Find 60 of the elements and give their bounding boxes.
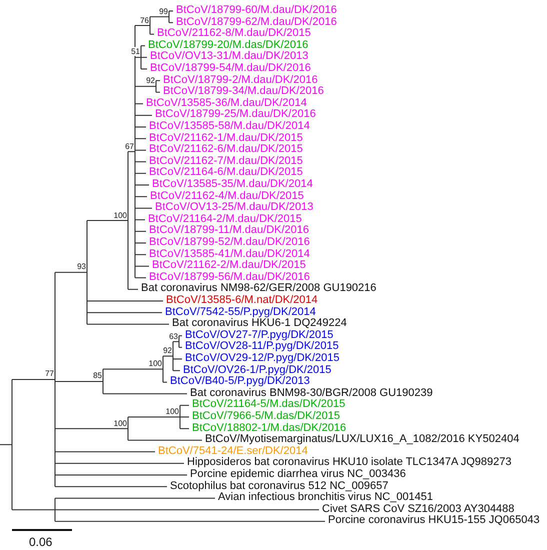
taxon-label: Bat coronavirus BNM98-30/BGR/2008 GU190239 (190, 386, 433, 399)
taxon-label: BtCoV/7541-24/E.ser/DK/2014 (158, 444, 308, 457)
bootstrap-value: 93 (77, 262, 86, 272)
bootstrap-value: 100 (114, 210, 127, 220)
taxon-label: BtCoV/13585-6/M.nat/DK/2014 (166, 294, 318, 307)
bootstrap-value: 92 (146, 76, 155, 86)
taxon-label: BtCoV/18799-54/M.dau/DK/2016 (150, 62, 311, 75)
taxon-label: BtCoV/18802-1/M.das/DK/2016 (192, 422, 346, 434)
taxon-label: BtCoV/7542-55/P.pyg/DK/2014 (165, 306, 316, 318)
taxon-label: BtCoV/OV29-12/P.pyg/DK/2015 (185, 352, 340, 365)
taxon-label: BtCoV/Myotisemarginatus/LUX/LUX16_A_1082/2016 KY502404 (205, 433, 520, 446)
taxon-label: BtCoV/21164-2/M.dau/DK/2015 (148, 212, 302, 225)
bootstrap-value: 99 (159, 6, 168, 16)
taxon-label: BtCoV/18799-20/M.das/DK/2016 (148, 38, 308, 51)
bootstrap-value: 85 (93, 371, 102, 380)
bootstrap-value: 100 (114, 418, 127, 428)
taxon-label: BtCoV/7966-5/M.das/DK/2015 (192, 410, 340, 423)
scale-value: 0.06 (29, 535, 52, 549)
taxon-label: BtCoV/OV13-25/M.dau/DK/2013 (155, 201, 314, 214)
taxon-label: BtCoV/18799-52/M.dau/DK/2016 (149, 236, 310, 249)
bootstrap-value: 77 (45, 369, 54, 378)
bootstrap-value: 100 (148, 359, 162, 368)
taxon-label: BtCoV/21162-4/M.dau/DK/2015 (150, 190, 304, 202)
bootstrap-value: 100 (166, 407, 179, 416)
taxon-label: BtCoV/18799-25/M.dau/DK/2016 (155, 108, 316, 121)
taxon-label: BtCoV/18799-11/M.dau/DK/2016 (149, 224, 310, 237)
taxon-label: BtCoV/21162-2/M.dau/DK/2015 (152, 259, 306, 272)
taxon-label: Bat coronavirus NM98-62/GER/2008 GU190216 (141, 282, 376, 295)
taxon-label: Civet SARS CoV SZ16/2003 AY304488 (322, 502, 514, 515)
taxon-label: BtCoV/18799-2/M.dau/DK/2016 (163, 74, 318, 86)
taxon-label: BtCoV/21164-6/M.dau/DK/2015 (149, 166, 303, 179)
taxon-label: BtCoV/18799-56/M.dau/DK/2016 (149, 270, 310, 283)
taxon-label: BtCoV/OV26-1/P.pyg/DK/2015 (183, 364, 332, 376)
taxon-label: BtCoV/18799-60/M.dau/DK/2016 (176, 4, 337, 17)
taxon-label: Avian infectious bronchitis virus NC_001451 (218, 491, 434, 504)
taxon-label: Bat coronavirus HKU6-1 DQ249224 (172, 317, 347, 330)
taxon-label: BtCoV/13585-35/M.dau/DK/2014 (152, 178, 313, 191)
bootstrap-value: 63 (169, 332, 178, 341)
taxon-label: BtCoV/13585-36/M.dau/DK/2014 (146, 96, 307, 109)
taxon-label: BtCoV/21162-6/M.dau/DK/2015 (149, 143, 303, 156)
taxon-label: BtCoV/OV28-11/P.pyg/DK/2015 (185, 340, 339, 353)
taxon-label: BtCoV/B40-5/P.pyg/DK/2013 (170, 375, 310, 388)
taxon-label: BtCoV/OV27-7/P.pyg/DK/2015 (185, 328, 334, 341)
taxon-label: Porcine coronavirus HKU15-155 JQ065043 (328, 514, 540, 528)
taxon-label: BtCoV/18799-62/M.dau/DK/2016 (176, 16, 337, 28)
taxon-label: Hipposideros bat coronavirus HKU10 isolate TLC1347A JQ989273 (187, 456, 512, 469)
taxon-label: Scotophilus bat coronavirus 512 NC_009657 (170, 480, 388, 492)
taxon-label: BtCoV/13585-41/M.dau/DK/2014 (149, 248, 310, 260)
taxon-label: BtCoV/OV13-31/M.dau/DK/2013 (150, 50, 308, 63)
bootstrap-value: 67 (125, 142, 134, 151)
taxon-label: BtCoV/21164-5/M.das/DK/2015 (192, 398, 346, 411)
bootstrap-value: 76 (140, 16, 149, 24)
taxon-label: BtCoV/13585-58/M.dau/DK/2014 (149, 120, 310, 133)
taxon-label: BtCoV/21162-8/M.dau/DK/2015 (157, 27, 311, 40)
bootstrap-value: 51 (131, 47, 140, 56)
bootstrap-value: 92 (163, 346, 172, 356)
taxon-label: Porcine epidemic diarrhea virus NC_003436 (190, 468, 406, 481)
taxon-label: BtCoV/18799-34/M.dau/DK/2016 (163, 85, 324, 98)
taxon-label: BtCoV/21162-7/M.dau/DK/2015 (149, 154, 303, 167)
taxon-label: BtCoV/21162-1/M.dau/DK/2015 (149, 132, 303, 144)
